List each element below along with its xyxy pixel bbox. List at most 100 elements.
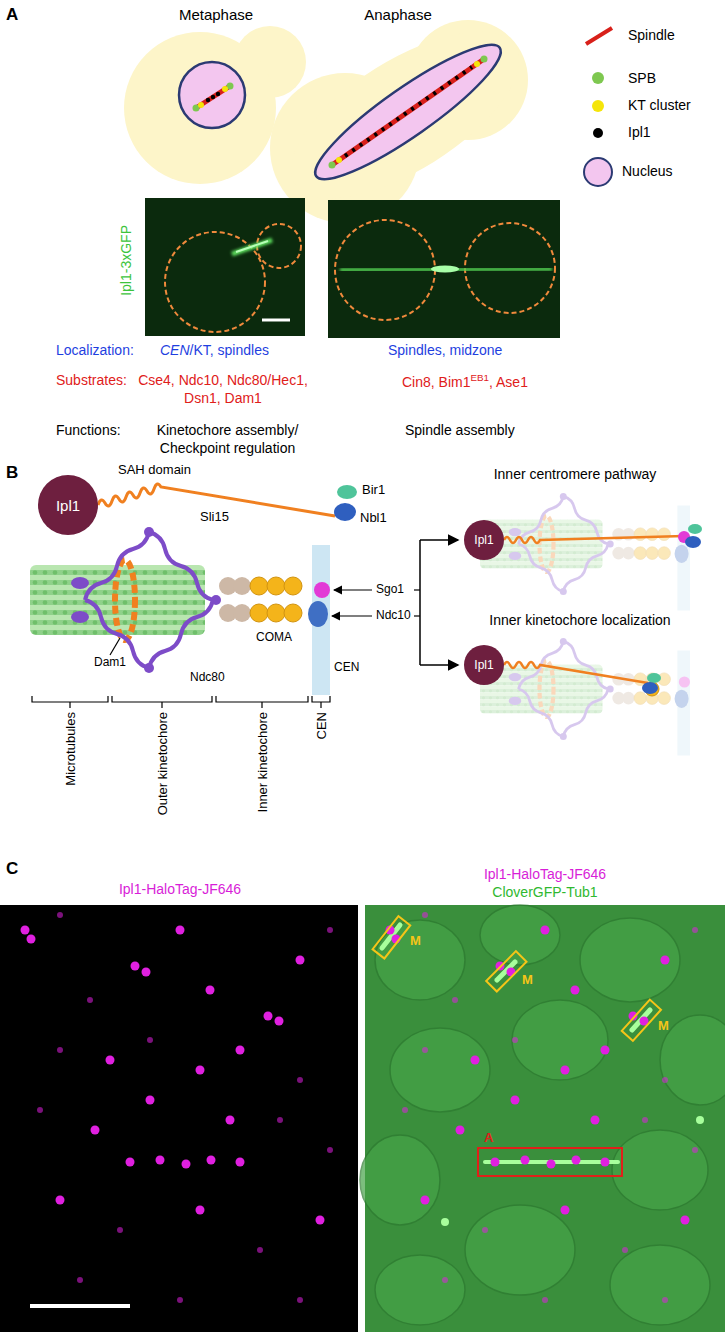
bracket	[112, 696, 212, 708]
pointer-lines	[32, 540, 458, 708]
function-text: Kinetochore assembly/ Checkpoint regulat…	[157, 422, 299, 456]
cell-texture	[375, 1255, 465, 1325]
ndc80-head	[71, 577, 89, 589]
bir1-shape	[688, 524, 702, 534]
panel-letter: B	[6, 463, 18, 482]
channel-label-box: CloverGFP-Tub1	[492, 884, 597, 902]
mother-cell	[124, 32, 276, 184]
faded-kinetochore	[480, 493, 690, 611]
kt-dot	[336, 157, 342, 163]
spindle	[332, 59, 484, 165]
protein-label-box: Dam1	[94, 655, 126, 670]
branch-line	[419, 540, 421, 665]
micrograph-bg	[328, 200, 560, 338]
region-label: Outer kinetochore	[155, 712, 170, 815]
ndc10-shape	[308, 601, 328, 627]
region-label-box: Microtubules	[63, 712, 79, 786]
cell-boxes	[373, 916, 411, 958]
branch-line	[414, 589, 420, 590]
legend-swatch	[583, 157, 613, 187]
localization-text: Spindles, midzone	[388, 342, 502, 358]
ipl1-dot	[211, 95, 215, 99]
pathway-bottom	[504, 662, 661, 696]
spindle	[196, 86, 230, 108]
gfp-spindles	[441, 1218, 449, 1226]
coma-subunit	[250, 577, 268, 595]
protein-label: Bir1	[362, 482, 385, 497]
pathway-title-box: Inner kinetochore localization	[489, 612, 670, 630]
protein-label: CEN	[334, 660, 359, 674]
protein-label: Dam1	[94, 655, 126, 669]
substrate-list-box: Cse4, Ndc10, Ndc80/Hec1, Dsn1, Dam1	[128, 372, 318, 407]
kinetochore-diagram	[30, 527, 330, 695]
coma-subunit	[267, 577, 285, 595]
cell-texture	[660, 1015, 725, 1105]
protein-label-box: COMA	[256, 630, 292, 645]
localization-text: CEN	[160, 342, 190, 358]
gfp-midzone	[431, 266, 459, 273]
cell-texture	[465, 1205, 575, 1295]
node-label: Ipl1	[474, 533, 493, 547]
protein-label-box: CEN	[334, 660, 359, 675]
legend-text: Ipl1	[628, 124, 651, 142]
ndc80-node	[144, 663, 154, 673]
domain-label-box: SAH domain	[118, 462, 191, 478]
pathway-arrow	[420, 664, 458, 666]
branch-line	[414, 615, 420, 616]
region-label-box: Outer kinetochore	[155, 712, 171, 815]
region-label: Microtubules	[63, 712, 78, 786]
protein-label: Sgo1	[376, 582, 404, 596]
micrograph-metaphase	[145, 198, 305, 336]
region-label-box: CEN	[314, 712, 330, 739]
channel-label: Ipl1-3xGFP	[118, 225, 134, 296]
nbl1-shape	[642, 682, 658, 694]
legend-text: SPB	[628, 70, 656, 88]
channel-label: Ipl1-HaloTag-JF646	[484, 866, 606, 882]
pathway-title: Inner kinetochore localization	[489, 612, 670, 628]
legend-swatch	[592, 72, 604, 84]
panel-letter-box: C	[6, 858, 18, 879]
legend-line-sample	[586, 28, 612, 44]
leader-line	[334, 589, 372, 590]
phase-title: Anaphase	[364, 6, 432, 23]
protein-label-box: Sgo1	[376, 582, 404, 597]
ipl1-dots	[345, 67, 472, 156]
micrograph-anaphase	[328, 200, 560, 338]
ndc80-base	[233, 604, 251, 622]
ndc80-node	[211, 595, 221, 605]
kt-dot	[222, 86, 228, 92]
localization-text-box: Spindles, midzone	[388, 342, 502, 360]
row-heading-box: Localization:	[56, 342, 134, 360]
ipl1-foci	[21, 912, 334, 1303]
channel-label: CloverGFP-Tub1	[492, 884, 597, 900]
protein-label-box: Nbl1	[360, 510, 387, 526]
ndc80-node	[144, 527, 154, 537]
ndc80-head	[71, 611, 89, 623]
node-label: Ipl1	[56, 497, 80, 514]
cell-stage-tag-box: M	[658, 1018, 669, 1034]
substrate-list-box: Cin8, Bim1EB1, Ase1	[402, 372, 528, 391]
gfp-signal	[232, 240, 272, 254]
micrograph-bg	[145, 198, 305, 336]
protein-label-box: Ndc10	[376, 608, 411, 623]
leader-line	[332, 615, 372, 616]
substrate-list: , Ase1	[489, 374, 528, 390]
cell-stage-tag-box: M	[522, 972, 533, 988]
cell-boxes	[622, 1000, 661, 1041]
ipl1-circle: Ipl1	[464, 520, 504, 560]
coma-subunit	[284, 577, 302, 595]
node-label: Ipl1	[474, 658, 493, 672]
cell-stage-tag-box: M	[410, 933, 421, 949]
gfp-spindles	[382, 925, 704, 1226]
bir1-shape	[337, 485, 357, 499]
localization-text-box: CEN/KT, spindles	[160, 342, 269, 360]
legend-text: Spindle	[628, 27, 675, 45]
cell-texture	[612, 1130, 708, 1210]
ndc80-base	[233, 577, 251, 595]
protein-label: COMA	[256, 630, 292, 644]
legend-text: Nucleus	[622, 163, 673, 181]
ipl1-dot	[216, 92, 220, 96]
kt-dot	[198, 102, 204, 108]
channel-label-box: Ipl1-HaloTag-JF646	[119, 881, 241, 899]
